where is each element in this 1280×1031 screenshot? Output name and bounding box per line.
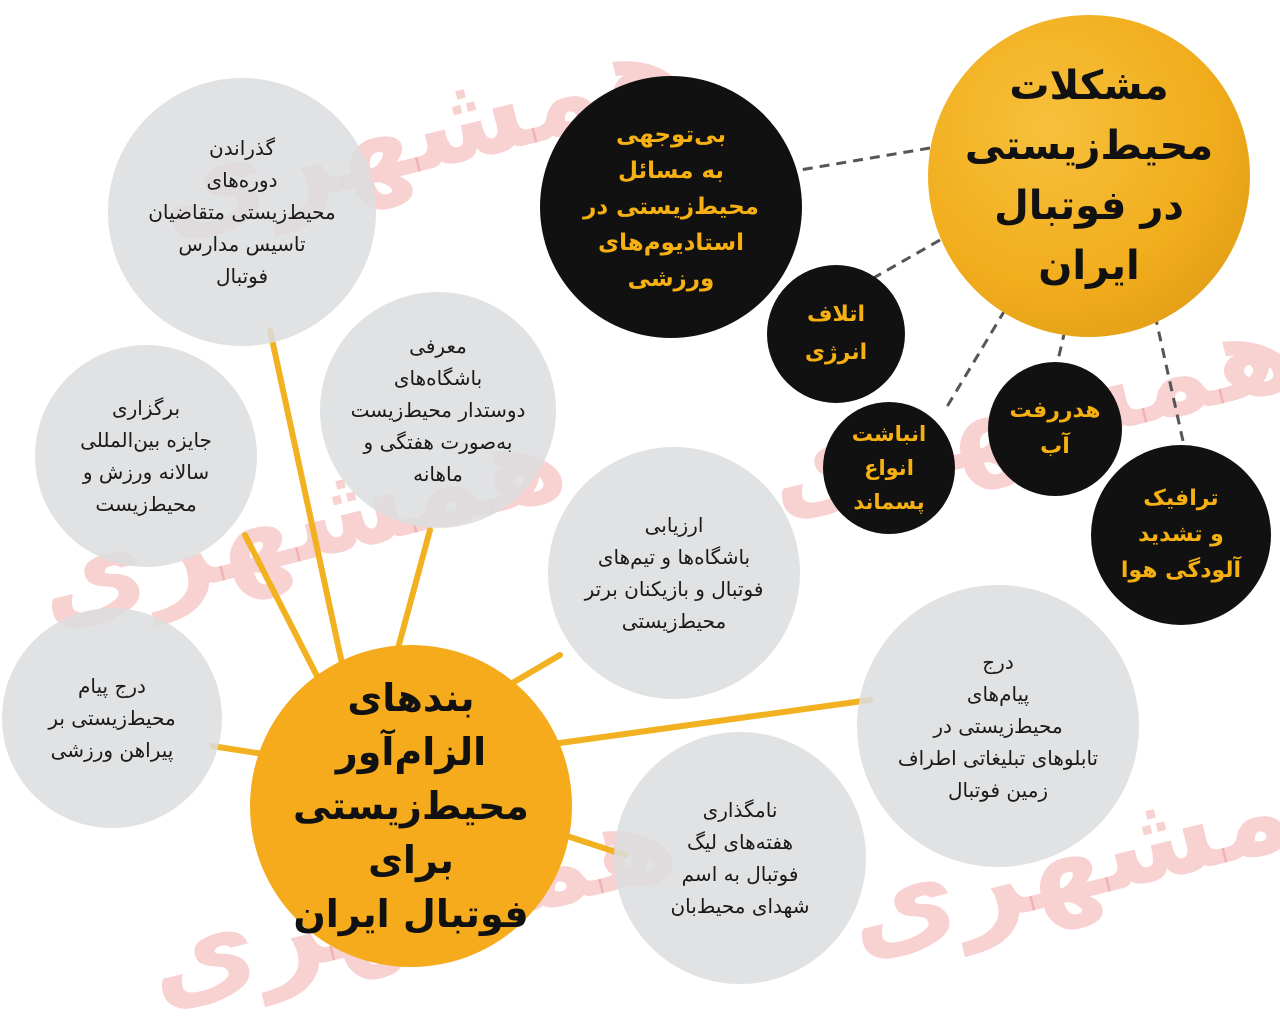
problem-circle-stadiums: بی‌توجهی به مسائل محیط‌زیستی در استادیوم… xyxy=(540,76,802,338)
rule-circle-jersey-message: درج پیام محیط‌زیستی بر پیراهن ورزشی xyxy=(2,608,222,828)
rule-circle-billboards: درج پیام‌های محیط‌زیستی در تابلوهای تبلی… xyxy=(857,585,1139,867)
rules-main-circle: بندهای الزام‌آور محیط‌زیستی برای فوتبال … xyxy=(250,645,572,967)
problem-circle-energy: اتلاف انرژی xyxy=(767,265,905,403)
rules-title: بندهای الزام‌آور محیط‌زیستی برای فوتبال … xyxy=(293,676,529,936)
connector-problems-3 xyxy=(943,309,1007,411)
rule-label: ارزیابی باشگاه‌ها و تیم‌های فوتبال و باز… xyxy=(584,513,764,633)
problem-label: انباشت انواع پسماند xyxy=(851,422,927,514)
rule-label: درج پیام محیط‌زیستی بر پیراهن ورزشی xyxy=(48,674,176,762)
rule-label: درج پیام‌های محیط‌زیستی در تابلوهای تبلی… xyxy=(897,650,1099,802)
problem-circle-water: هدررفت آب xyxy=(988,362,1122,496)
rule-label: معرفی باشگاه‌های دوستدار محیط‌زیست به‌صو… xyxy=(350,334,526,486)
problems-title: مشکلات محیط‌زیستی در فوتبال ایران xyxy=(964,63,1214,289)
rule-circle-clubs-intro: معرفی باشگاه‌های دوستدار محیط‌زیست به‌صو… xyxy=(320,292,556,528)
rule-circle-annual-award: برگزاری جایزه بین‌المللی سالانه ورزش و م… xyxy=(35,345,257,567)
problem-circle-traffic: ترافیک و تشدید آلودگی هوا xyxy=(1091,445,1271,625)
problem-circle-waste: انباشت انواع پسماند xyxy=(823,402,955,534)
problems-main-circle: مشکلات محیط‌زیستی در فوتبال ایران xyxy=(928,15,1250,337)
connector-problems-5 xyxy=(1153,314,1187,451)
rule-label: گذراندن دوره‌های محیط‌زیستی متقاضیان تاس… xyxy=(148,136,336,288)
rule-label: نامگذاری هفته‌های لیگ فوتبال به اسم شهدا… xyxy=(670,798,810,918)
rule-circle-school-courses: گذراندن دوره‌های محیط‌زیستی متقاضیان تاس… xyxy=(108,78,376,346)
connector-problems-1 xyxy=(799,146,931,172)
problem-label: هدررفت آب xyxy=(1009,398,1101,459)
connector-problems-2 xyxy=(869,238,941,282)
rule-label: برگزاری جایزه بین‌المللی سالانه ورزش و م… xyxy=(80,396,212,516)
rule-circle-evaluation: ارزیابی باشگاه‌ها و تیم‌های فوتبال و باز… xyxy=(548,447,800,699)
problem-label: اتلاف انرژی xyxy=(804,302,868,365)
rule-circle-league-weeks: نامگذاری هفته‌های لیگ فوتبال به اسم شهدا… xyxy=(614,732,866,984)
problem-label: بی‌توجهی به مسائل محیط‌زیستی در استادیوم… xyxy=(583,122,759,292)
problem-label: ترافیک و تشدید آلودگی هوا xyxy=(1120,486,1242,583)
